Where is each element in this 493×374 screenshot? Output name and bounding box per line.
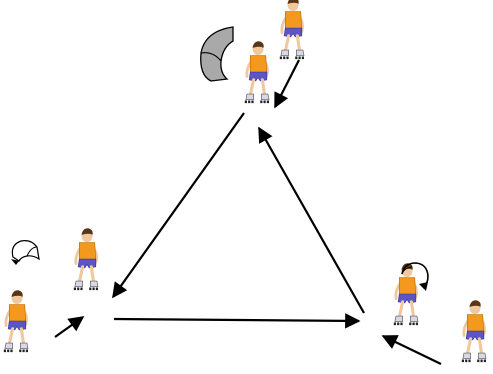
arrow-left-to-right [113,313,361,329]
rotate-left-icon [200,26,234,82]
rotate-right-icon [401,262,429,291]
skater-top-front [243,39,272,104]
skater-left-back [2,288,31,353]
arrow-left-approach [54,316,85,338]
skater-left-front [72,226,101,291]
rotate-left-icon [11,240,40,265]
skater-right-back [460,298,489,363]
arrow-top-to-left [112,112,245,299]
skater-top-back [278,0,307,60]
arrow-right-approach [381,335,442,365]
arrow-top-approach [274,59,300,109]
arrow-right-to-top [258,126,365,314]
skater-right-front [392,261,421,326]
